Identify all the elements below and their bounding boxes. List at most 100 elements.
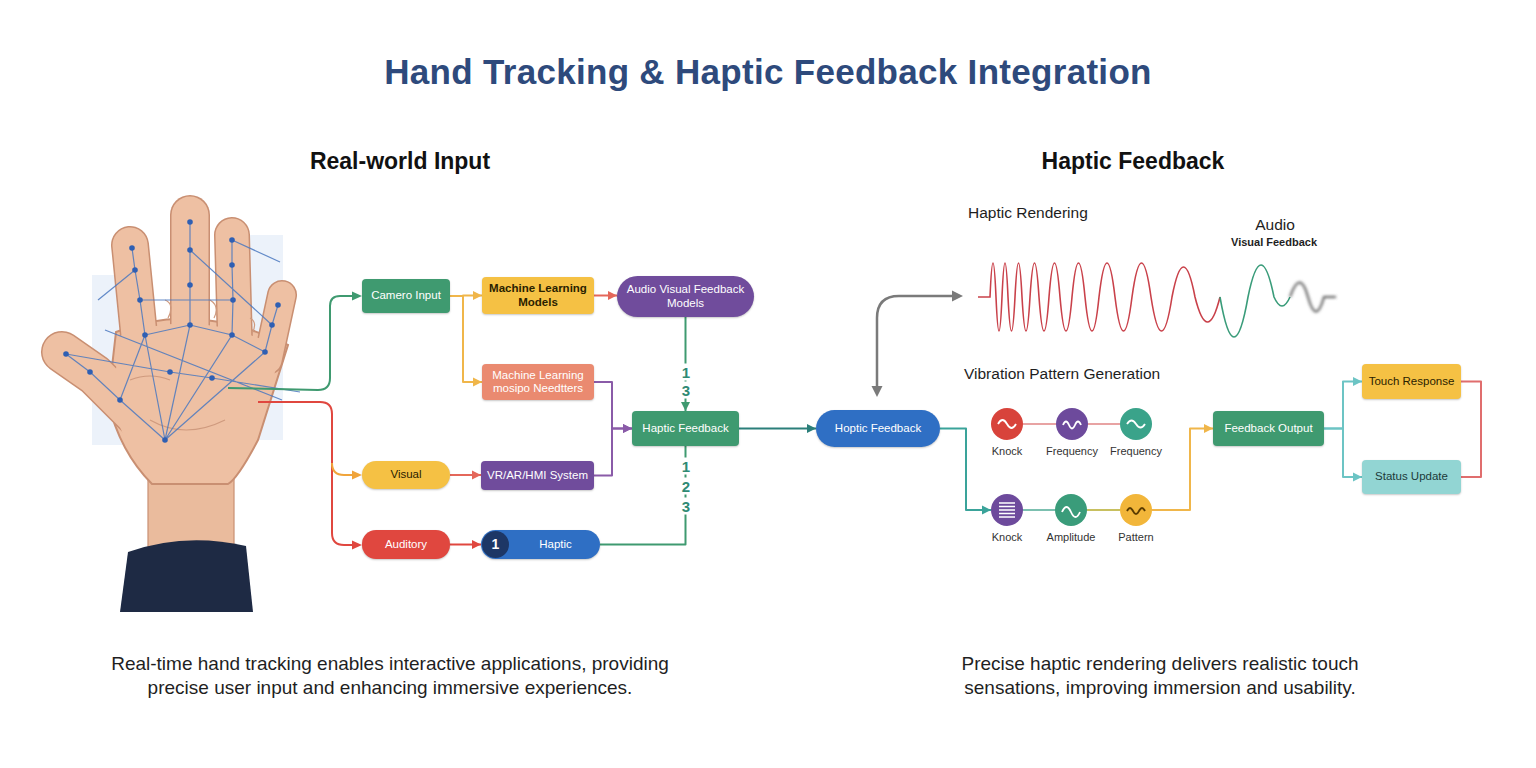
arrowhead bbox=[473, 378, 482, 387]
tracking-points bbox=[63, 219, 281, 443]
node-label: Machine Learning Models bbox=[486, 282, 590, 308]
connector bbox=[1023, 424, 1056, 425]
connector bbox=[450, 540, 481, 549]
input-wire bbox=[258, 402, 354, 545]
circle-node: Amplitude bbox=[1055, 494, 1087, 526]
process-box: Feedback Output bbox=[1213, 411, 1324, 446]
node-label: Haptic Feedback bbox=[642, 422, 728, 435]
pill-box: Visual bbox=[362, 461, 450, 489]
node-label: Camero Input bbox=[371, 289, 441, 302]
section-heading: Haptic Feedback bbox=[1042, 148, 1225, 175]
connector-line bbox=[1087, 509, 1120, 511]
connector-line bbox=[940, 429, 991, 511]
arrowhead bbox=[352, 471, 362, 480]
connector-line bbox=[739, 428, 816, 430]
wave-icon bbox=[998, 420, 1016, 428]
arrowhead bbox=[952, 291, 963, 302]
node-label: Knock bbox=[992, 531, 1023, 544]
pill-box: Haptic 1 bbox=[481, 530, 600, 559]
wave-icon bbox=[1062, 507, 1080, 517]
connector bbox=[600, 446, 686, 545]
arrowhead bbox=[352, 541, 362, 550]
connector bbox=[1023, 510, 1055, 511]
circle-node: Knock bbox=[991, 408, 1023, 440]
circle-fill bbox=[1120, 494, 1152, 526]
connector bbox=[450, 471, 481, 480]
circle-shape bbox=[1120, 494, 1152, 526]
circle-node: Frequency bbox=[1120, 408, 1152, 440]
circle-shape bbox=[991, 408, 1023, 440]
caption-text: Precise haptic rendering delivers realis… bbox=[890, 652, 1430, 700]
process-box: Machine Learning Models bbox=[482, 277, 594, 314]
node-label: Amplitude bbox=[1047, 531, 1096, 544]
sub-heading: Vibration Pattern Generation bbox=[964, 365, 1160, 383]
node-label: 1 bbox=[492, 536, 500, 552]
process-box: Haptic Feedback bbox=[632, 411, 739, 446]
wave-icon bbox=[1127, 421, 1145, 428]
connector-line bbox=[1088, 423, 1120, 425]
connector bbox=[1324, 377, 1362, 429]
node-label: Visual bbox=[390, 468, 421, 481]
waveform bbox=[978, 263, 1220, 331]
node-label: Status Update bbox=[1375, 470, 1448, 483]
circle-fill bbox=[991, 408, 1023, 440]
arrowhead bbox=[623, 424, 632, 433]
node-label: Auditory bbox=[385, 538, 427, 551]
connector-line bbox=[1324, 382, 1362, 429]
connector-line bbox=[594, 429, 632, 476]
diagram-title: Hand Tracking & Haptic Feedback Integrat… bbox=[384, 52, 1152, 92]
arrowhead bbox=[681, 402, 690, 411]
connector bbox=[594, 382, 632, 433]
connector bbox=[1324, 429, 1362, 482]
circle-node: Pattern bbox=[1120, 494, 1152, 526]
circle-fill bbox=[1120, 408, 1152, 440]
wave-icon bbox=[1127, 508, 1145, 514]
connector-line bbox=[685, 317, 687, 411]
connector bbox=[1087, 510, 1120, 511]
arrowhead bbox=[982, 506, 991, 515]
connector-line bbox=[1152, 429, 1213, 511]
number-badge: 1 bbox=[482, 531, 509, 558]
circle-fill bbox=[991, 494, 1023, 526]
connector bbox=[594, 424, 632, 476]
node-label: Frequency bbox=[1046, 445, 1098, 458]
lines-icon bbox=[999, 503, 1015, 517]
process-box: VR/AR/HMI System bbox=[481, 461, 594, 490]
arrowhead bbox=[608, 291, 617, 300]
circle-shape bbox=[1120, 408, 1152, 440]
circle-shape bbox=[991, 494, 1023, 526]
arrowhead bbox=[472, 471, 481, 480]
pill-box: Hoptic Feedback bbox=[816, 410, 940, 447]
connector bbox=[681, 317, 690, 411]
arrowhead bbox=[807, 424, 816, 433]
connector-line bbox=[450, 296, 482, 382]
pill-box: Auditory bbox=[362, 530, 450, 559]
arrowhead bbox=[1353, 473, 1362, 482]
process-box: Touch Response bbox=[1362, 364, 1461, 399]
arrowhead bbox=[1353, 377, 1362, 386]
connector bbox=[450, 296, 482, 387]
arrowhead bbox=[872, 386, 883, 397]
connector bbox=[940, 429, 991, 515]
connector bbox=[1088, 424, 1120, 425]
arrowhead bbox=[623, 424, 632, 433]
connector bbox=[1152, 424, 1213, 510]
circle-shape bbox=[1056, 408, 1088, 440]
circle-node: Knock bbox=[991, 494, 1023, 526]
process-box: Machine Learning mosipo Needtters bbox=[482, 364, 594, 400]
input-wire bbox=[228, 296, 354, 390]
sleeve bbox=[120, 540, 253, 612]
arrowhead bbox=[473, 291, 482, 300]
node-label: Knock bbox=[992, 445, 1023, 458]
node-label: Pattern bbox=[1118, 531, 1153, 544]
tracking-lines bbox=[66, 222, 300, 440]
sub-heading: Haptic Rendering bbox=[968, 204, 1088, 222]
node-label: Touch Response bbox=[1369, 375, 1455, 388]
node-label: Haptic bbox=[539, 538, 572, 551]
connector bbox=[594, 291, 617, 300]
circle-fill bbox=[482, 531, 509, 558]
